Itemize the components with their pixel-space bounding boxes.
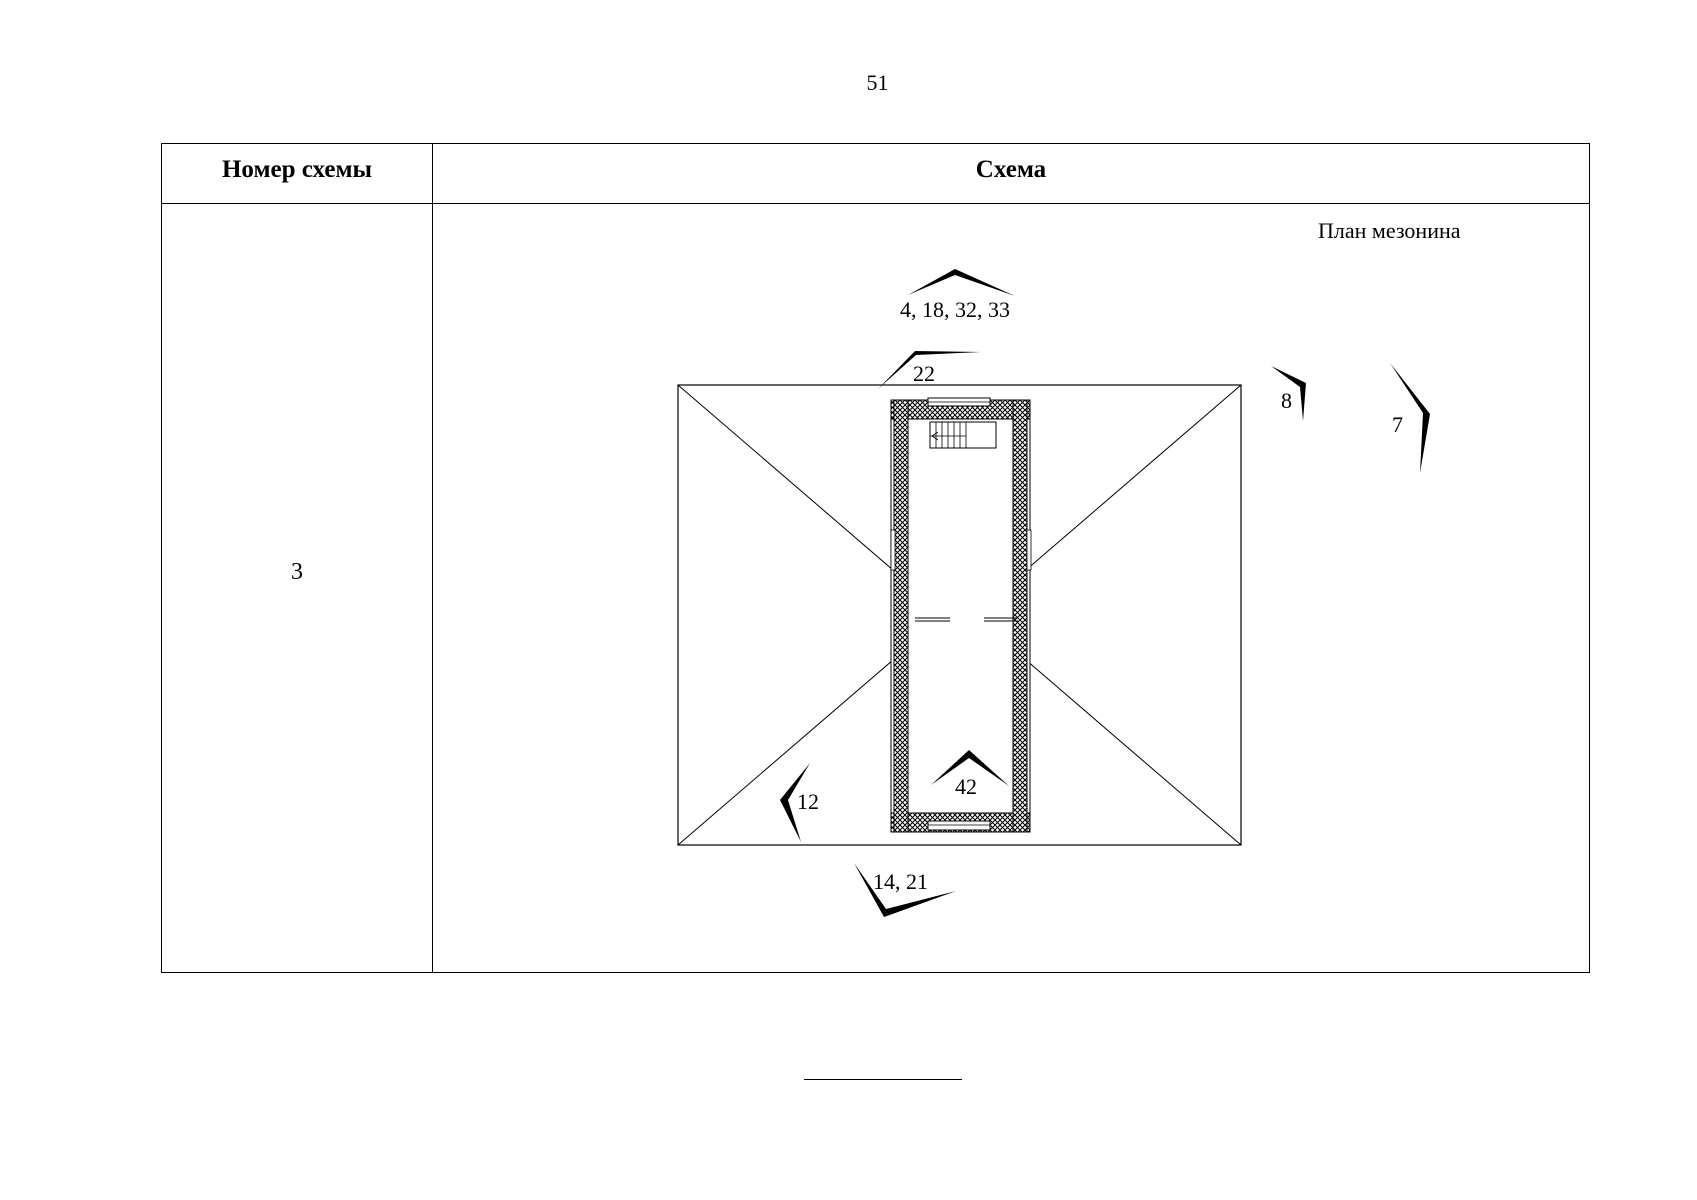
view-marker-label: 42: [955, 774, 977, 799]
stair-icon: [929, 421, 997, 449]
roof-hip-line: [1025, 659, 1242, 846]
roof-hip-line: [1025, 384, 1242, 571]
scheme-number-cell: 3: [291, 559, 303, 585]
header-scheme-number: Номер схемы: [221, 155, 373, 183]
view-marker-label: 14, 21: [873, 869, 928, 894]
roof-hip-line: [677, 384, 894, 571]
column-divider: [432, 144, 433, 972]
header-row-divider: [162, 203, 1589, 204]
window-right: [1026, 529, 1032, 571]
view-arrow-icon: [854, 863, 956, 917]
view-marker-label: 8: [1281, 388, 1292, 413]
view-marker-label: 4, 18, 32, 33: [900, 297, 1010, 322]
header-scheme: Схема: [975, 155, 1047, 183]
roof-hip-line: [677, 659, 894, 846]
view-arrow-icon: [931, 750, 1009, 786]
view-arrow-icon: [1271, 366, 1306, 421]
view-marker-label: 12: [797, 789, 819, 814]
view-arrow-icon: [878, 351, 981, 389]
view-marker-label: 22: [913, 361, 935, 386]
window-bottom: [927, 820, 991, 831]
page-number: 51: [866, 70, 889, 95]
roof-outline: [677, 384, 1242, 846]
window-top: [927, 397, 991, 407]
window-left: [890, 529, 896, 571]
scheme-table: Номер схемы Схема 3: [161, 143, 1590, 973]
view-arrow-icon: [780, 763, 810, 842]
view-marker-label: 7: [1392, 412, 1403, 437]
mezzanine-room: [890, 399, 1031, 833]
footnote-divider: [804, 1079, 962, 1080]
view-arrow-icon: [908, 269, 1015, 296]
plan-title: План мезонина: [1318, 218, 1461, 243]
